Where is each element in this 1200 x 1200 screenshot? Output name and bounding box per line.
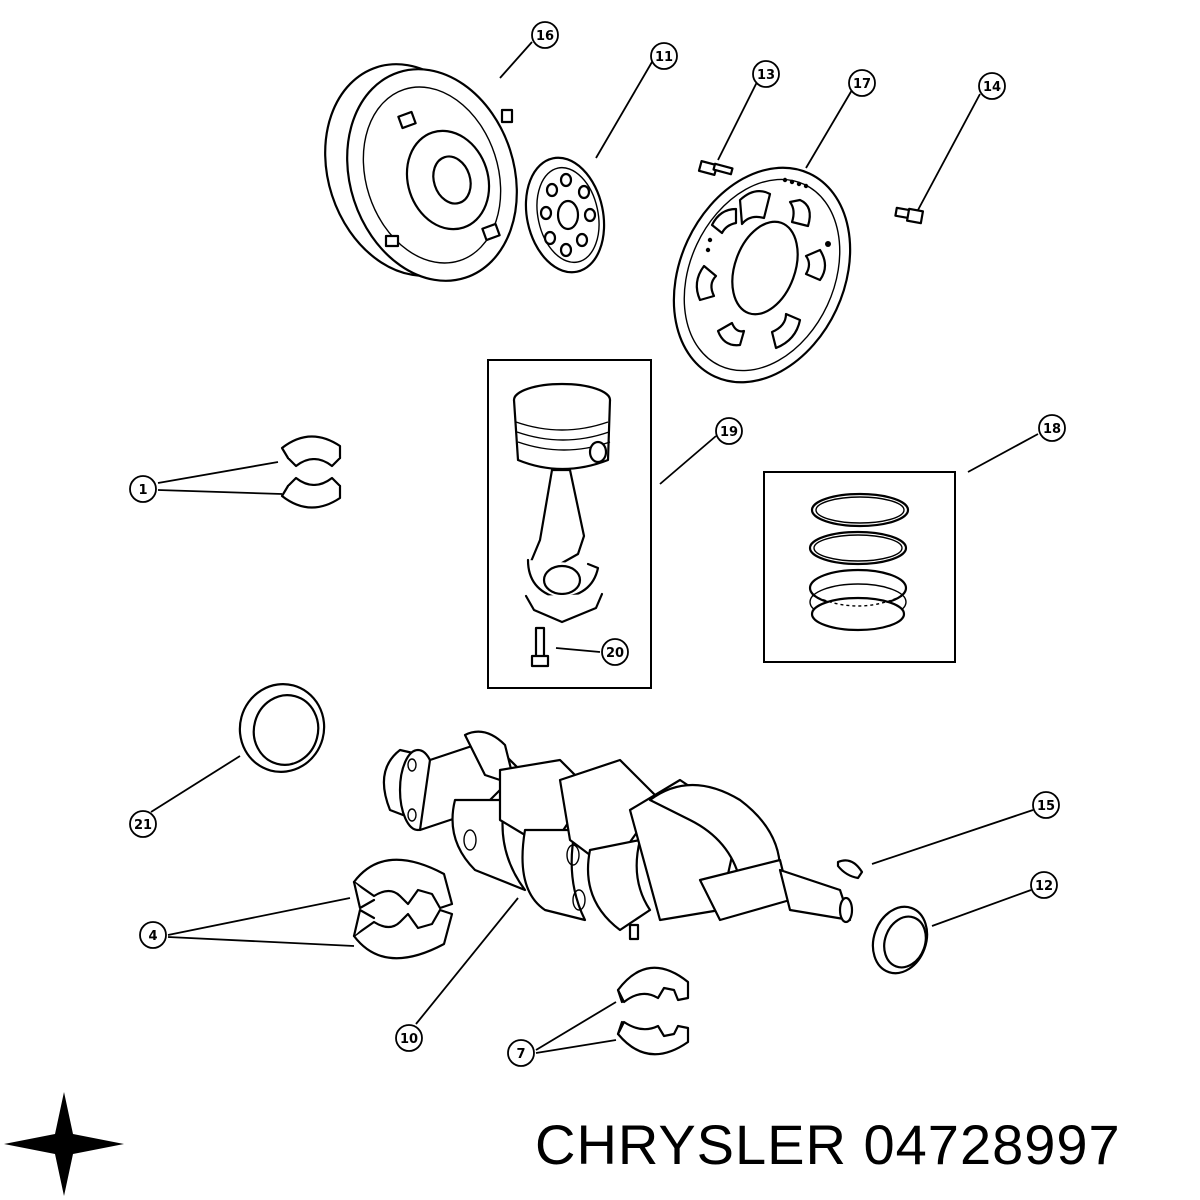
pentastar-icon — [0, 1088, 128, 1200]
callout-4: 4 — [139, 921, 167, 949]
woodruff-key — [836, 859, 864, 880]
brand-name: CHRYSLER — [535, 1113, 847, 1176]
callout-11: 11 — [650, 42, 678, 70]
svg-text:7: 7 — [516, 1047, 525, 1062]
callout-17: 17 — [848, 69, 876, 97]
svg-text:10: 10 — [400, 1032, 418, 1047]
flexplate-bolt — [697, 159, 734, 177]
main-bearing — [352, 858, 454, 960]
svg-text:16: 16 — [536, 29, 554, 44]
callout-7: 7 — [507, 1039, 535, 1067]
callout-14: 14 — [978, 72, 1006, 100]
callout-21: 21 — [129, 810, 157, 838]
callout-15: 15 — [1032, 791, 1060, 819]
callout-13: 13 — [752, 60, 780, 88]
crankshaft — [382, 730, 854, 941]
callout-10: 10 — [395, 1024, 423, 1052]
part-caption: CHRYSLER 04728997 — [535, 1105, 1195, 1185]
svg-text:1: 1 — [138, 483, 147, 498]
front-crankshaft-seal — [871, 905, 929, 975]
svg-text:20: 20 — [606, 646, 624, 661]
piston-rings-frame — [763, 471, 956, 663]
svg-text:19: 19 — [720, 425, 738, 440]
leader-lines — [150, 41, 1039, 1054]
svg-text:11: 11 — [655, 50, 673, 65]
piston-ring-set — [808, 492, 910, 632]
piston-and-connecting-rod — [512, 382, 612, 668]
thrust-bearing — [616, 966, 690, 1056]
svg-text:13: 13 — [757, 68, 775, 83]
svg-text:14: 14 — [983, 80, 1001, 95]
svg-text:15: 15 — [1037, 799, 1055, 814]
flexplate-bolt-14 — [894, 206, 925, 225]
flex-plate — [672, 166, 852, 384]
svg-text:21: 21 — [134, 818, 152, 833]
connecting-rod-bearing — [280, 435, 342, 509]
torque-converter — [324, 63, 518, 282]
rear-main-seal — [238, 683, 326, 773]
callout-1: 1 — [129, 475, 157, 503]
part-number: 04728997 — [863, 1113, 1121, 1176]
svg-text:12: 12 — [1035, 879, 1053, 894]
callout-12: 12 — [1030, 871, 1058, 899]
callout-19: 19 — [715, 417, 743, 445]
callout-18: 18 — [1038, 414, 1066, 442]
svg-text:4: 4 — [148, 929, 157, 944]
svg-text:18: 18 — [1043, 422, 1061, 437]
callout-16: 16 — [531, 21, 559, 49]
callout-20: 20 — [601, 638, 629, 666]
svg-text:17: 17 — [853, 77, 871, 92]
drive-plate — [524, 156, 606, 274]
piston-rod-frame — [487, 359, 652, 689]
